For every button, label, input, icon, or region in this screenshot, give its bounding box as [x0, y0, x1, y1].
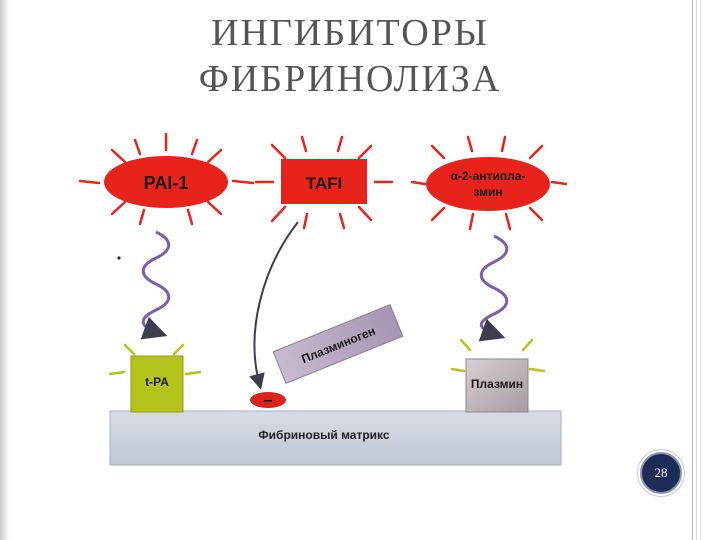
plasminogen-box [272, 303, 404, 385]
plasmin-group: Плазмин [450, 338, 546, 413]
slide-title: ИНГИБИТОРЫ ФИБРИНОЛИЗА [110, 10, 590, 102]
antiplasmin-ellipse [426, 157, 550, 211]
stray-dot [117, 256, 121, 260]
minus-spot: – [250, 392, 286, 409]
tpa-group: t-PA [108, 343, 202, 413]
plasmin-box [465, 358, 529, 413]
minus-sign: – [264, 392, 273, 409]
tafi-curved-arrow [249, 221, 299, 390]
slide-right-edge [686, 0, 720, 540]
tpa-label: t-PA [145, 375, 169, 389]
tafi-rays [254, 135, 394, 230]
pai1-label: PAI-1 [144, 173, 189, 193]
tafi-label: TAFI [306, 174, 343, 193]
fibrin-matrix: Фибриновый матрикс [109, 410, 562, 466]
tafi-box [281, 159, 367, 204]
pai1-group: PAI-1 [78, 132, 255, 226]
tpa-rays [108, 343, 202, 376]
fibrin-matrix-label: Фибриновый матрикс [258, 428, 389, 442]
antiplasmin-wavy-arrow [478, 234, 509, 342]
tafi-group: TAFI [254, 135, 394, 230]
slide-left-edge [0, 0, 10, 540]
title-line-2: ФИБРИНОЛИЗА [198, 58, 502, 100]
page-number-badge: 28 [640, 452, 682, 494]
pai1-wavy-arrow [140, 230, 171, 340]
title-line-1: ИНГИБИТОРЫ [211, 12, 489, 54]
plasminogen-group: Плазминоген [272, 303, 404, 385]
pai1-ellipse [104, 156, 228, 208]
plasmin-rays [450, 338, 546, 373]
tpa-box [130, 355, 184, 413]
plasmin-label: Плазмин [471, 377, 523, 391]
antiplasmin-label-line1: α-2-антипла- [451, 169, 526, 183]
antiplasmin-rays [410, 135, 568, 231]
pai1-rays [78, 132, 255, 226]
antiplasmin-label-line2: змин [473, 185, 502, 199]
antiplasmin-group: α-2-антипла- змин [410, 135, 568, 231]
